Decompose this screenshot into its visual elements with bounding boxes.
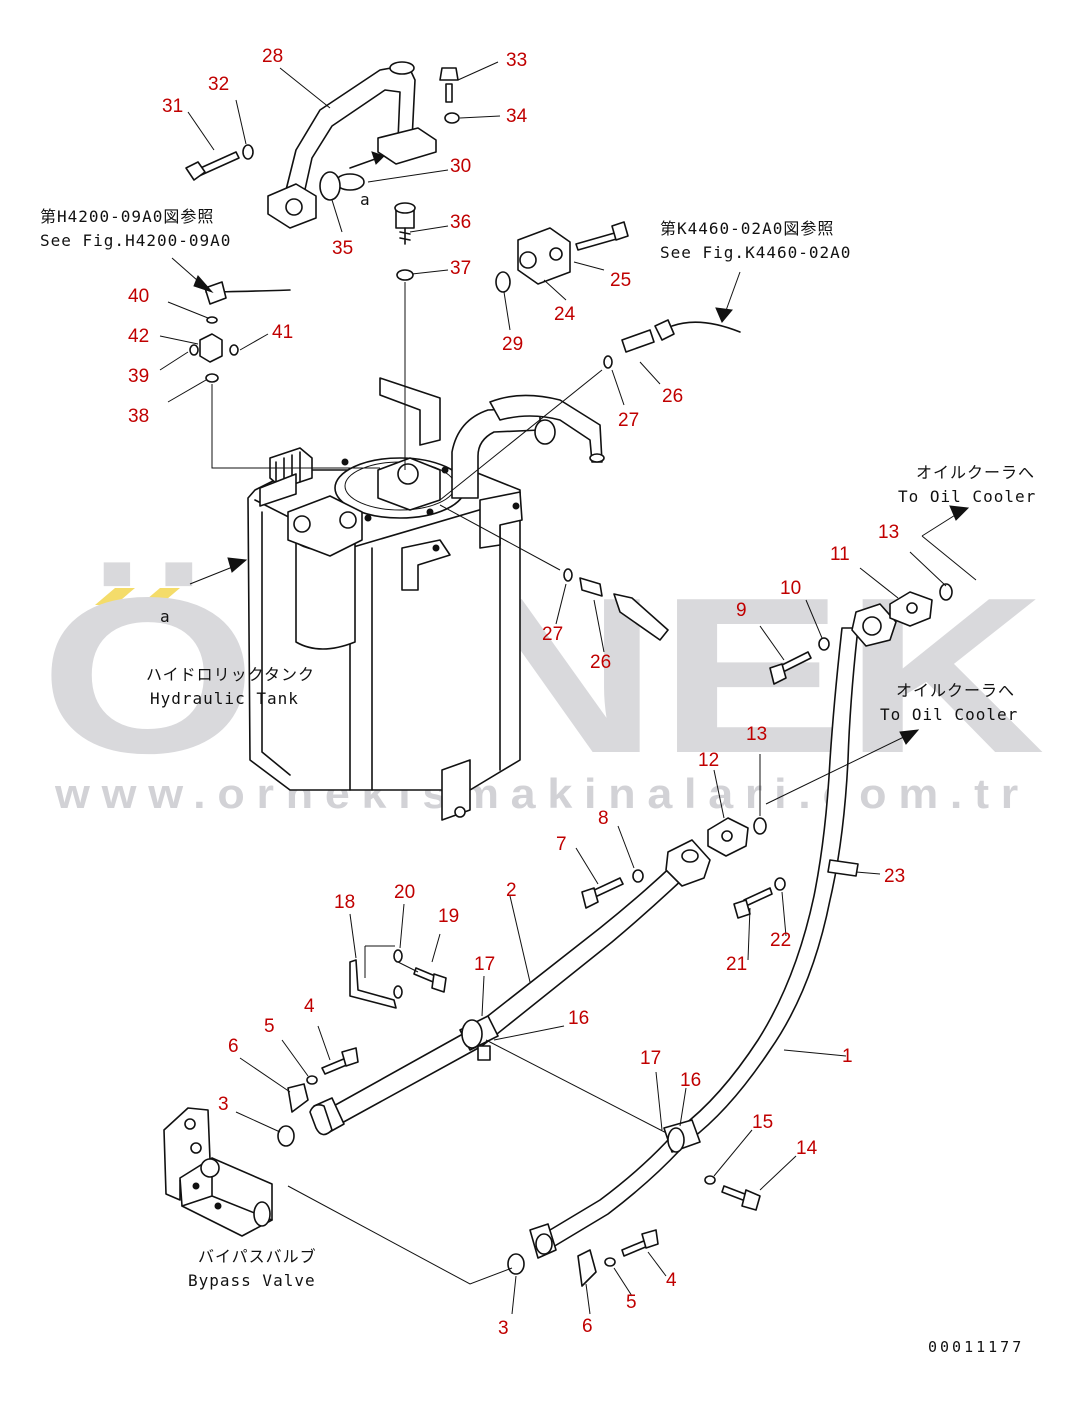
callout-15: 15 [752, 1112, 773, 1133]
callout-2: 2 [506, 880, 517, 901]
callout-21: 21 [726, 954, 747, 975]
leader-lines: a [159, 61, 977, 1315]
view-marker-a-bottom: a [160, 607, 171, 626]
callout-7: 7 [556, 834, 567, 855]
callout-22: 22 [770, 930, 791, 951]
callout-4-lower: 4 [666, 1270, 677, 1291]
callout-36: 36 [450, 212, 471, 233]
callout-32: 32 [208, 74, 229, 95]
bypass-valve [163, 1107, 513, 1285]
watermark-brand: ÖRNEK [40, 552, 1045, 800]
callout-40: 40 [128, 286, 149, 307]
callout-13-top: 13 [878, 522, 899, 543]
watermark-accent-mark [95, 588, 135, 605]
callout-26-mid: 26 [590, 652, 611, 673]
callout-29: 29 [502, 334, 523, 355]
callout-27-top: 27 [618, 410, 639, 431]
callout-3-upper: 3 [218, 1094, 229, 1115]
callout-31: 31 [162, 96, 183, 117]
ref-h4200-en: See Fig.H4200-09A0 [40, 231, 231, 250]
view-marker-a-top: a [360, 190, 371, 209]
right-fittings [439, 319, 741, 641]
callout-9: 9 [736, 600, 747, 621]
watermark-url: www.ornekismakinalari.com.tr [54, 770, 1030, 817]
callout-38: 38 [128, 406, 149, 427]
callout-12: 12 [698, 750, 719, 771]
callout-19: 19 [438, 906, 459, 927]
callout-6-lower: 6 [582, 1316, 593, 1337]
watermark: ÖRNEK www.ornekismakinalari.com.tr [40, 552, 1045, 817]
callout-14: 14 [796, 1138, 818, 1159]
callout-27-mid: 27 [542, 624, 563, 645]
callout-34: 34 [506, 106, 528, 127]
oil-cooler-lower-jp: オイルクーラへ [896, 681, 1015, 700]
left-fitting-group [189, 281, 380, 469]
drawing-code: 00011177 [928, 1338, 1024, 1356]
hydraulic-tank [247, 377, 605, 821]
callout-28: 28 [262, 46, 283, 67]
callout-5-lower: 5 [626, 1292, 637, 1313]
callout-17-upper: 17 [474, 954, 495, 975]
callout-26-top: 26 [662, 386, 683, 407]
callout-23: 23 [884, 866, 905, 887]
callouts: 31 32 28 33 34 30 36 35 37 25 24 29 26 2… [128, 46, 905, 1339]
oil-cooler-upper-en: To Oil Cooler [898, 487, 1036, 506]
ref-h4200-jp: 第H4200-09A0図参照 [40, 207, 214, 226]
callout-16-upper: 16 [568, 1008, 589, 1029]
bypass-label-en: Bypass Valve [188, 1271, 316, 1290]
callout-37: 37 [450, 258, 471, 279]
hose-2 [309, 839, 711, 1141]
bypass-label-jp: バイパスバルブ [198, 1247, 317, 1266]
callout-42: 42 [128, 326, 149, 347]
callout-3-lower: 3 [498, 1318, 509, 1339]
callout-20: 20 [394, 882, 415, 903]
reference-notes: 第H4200-09A0図参照 See Fig.H4200-09A0 第K4460… [40, 207, 1036, 1356]
lower-hose [529, 1119, 701, 1259]
callout-4-upper: 4 [304, 996, 315, 1017]
callout-5-upper: 5 [264, 1016, 275, 1037]
ref-k4460-jp: 第K4460-02A0図参照 [660, 219, 834, 238]
tank-label-jp: ハイドロリックタンク [146, 665, 315, 684]
callout-6-upper: 6 [228, 1036, 239, 1057]
tank-label-en: Hydraulic Tank [150, 689, 299, 708]
callout-13-mid: 13 [746, 724, 767, 745]
callout-25: 25 [610, 270, 631, 291]
callout-11: 11 [830, 544, 850, 565]
callout-41: 41 [272, 322, 293, 343]
small-parts [277, 583, 953, 1287]
oil-cooler-lower-en: To Oil Cooler [880, 705, 1018, 724]
callout-30: 30 [450, 156, 471, 177]
callout-8: 8 [598, 808, 609, 829]
top-pipe-group: a [185, 61, 629, 470]
oil-cooler-upper-jp: オイルクーラへ [916, 463, 1035, 482]
callout-1: 1 [842, 1046, 853, 1067]
ref-k4460-en: See Fig.K4460-02A0 [660, 243, 851, 262]
callout-24: 24 [554, 304, 576, 325]
callout-39: 39 [128, 366, 149, 387]
callout-18: 18 [334, 892, 355, 913]
callout-10: 10 [780, 578, 801, 599]
callout-35: 35 [332, 238, 353, 259]
callout-16-lower: 16 [680, 1070, 701, 1091]
callout-17-lower: 17 [640, 1048, 661, 1069]
callout-33: 33 [506, 50, 527, 71]
watermark-accent-mark [140, 588, 180, 605]
hose-1 [679, 603, 897, 1141]
